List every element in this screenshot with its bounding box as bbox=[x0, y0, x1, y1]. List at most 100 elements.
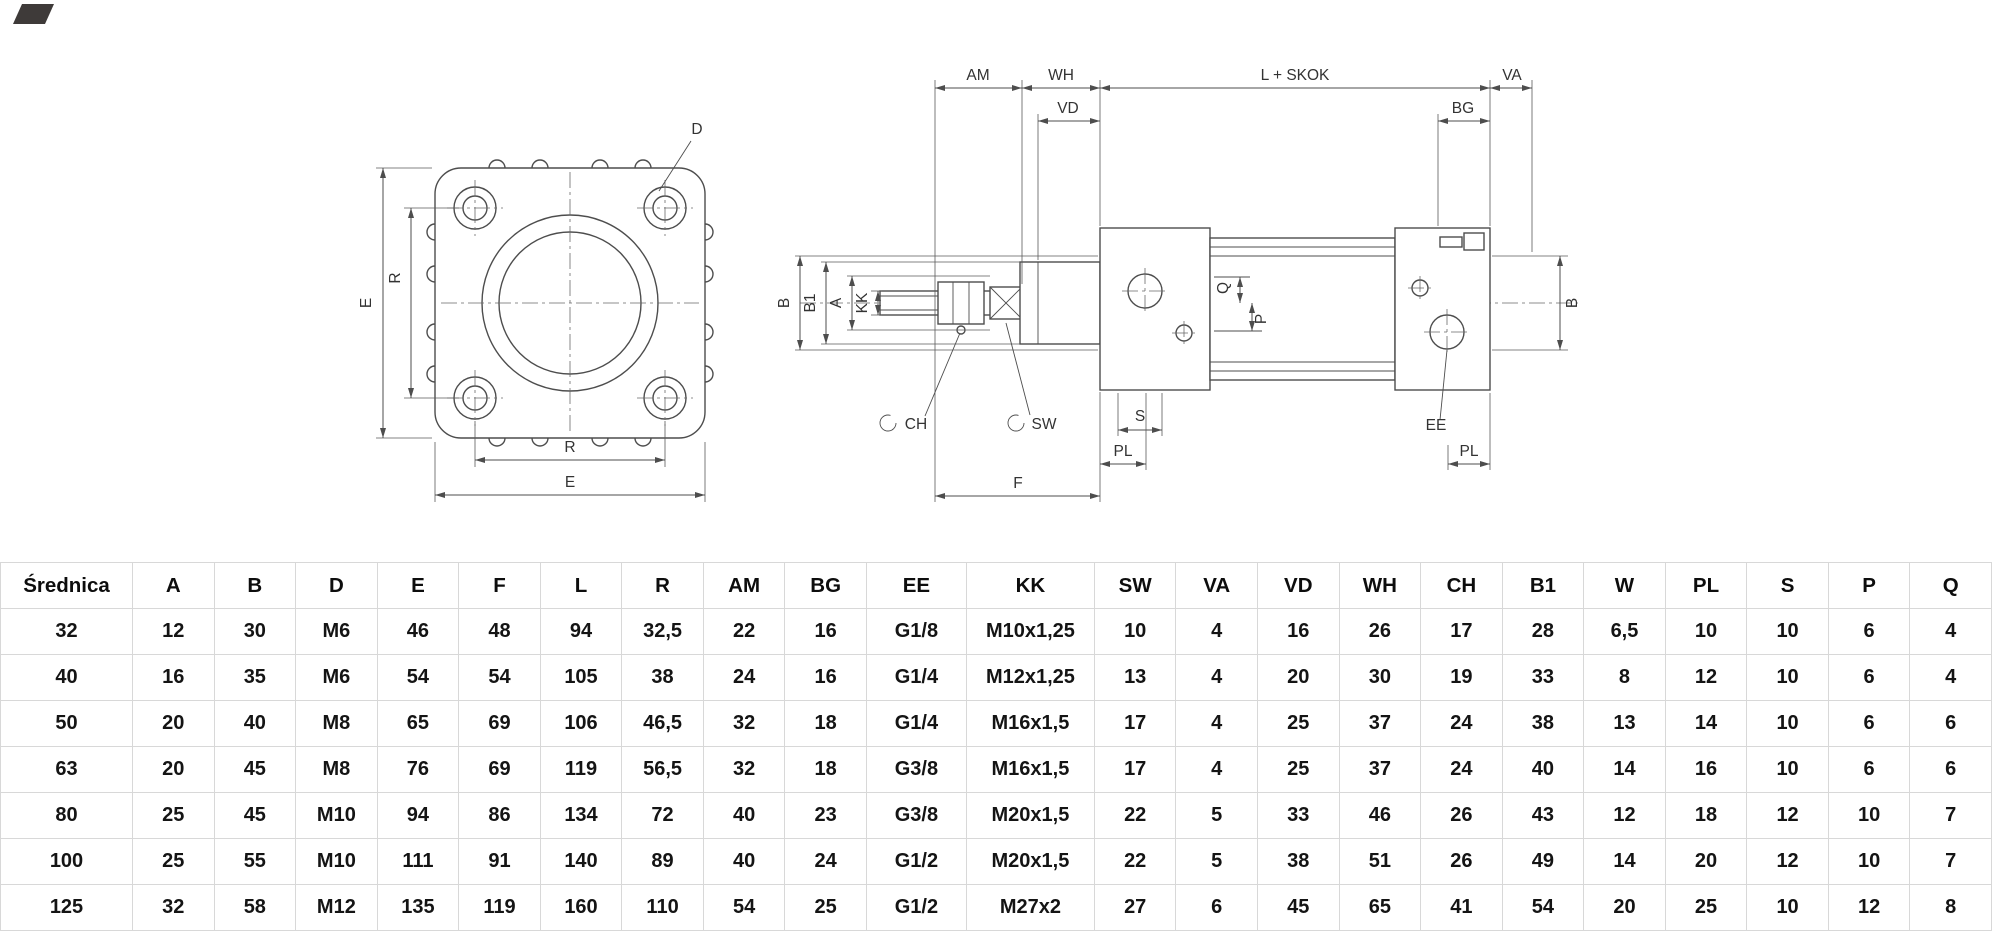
value-cell: M16x1,5 bbox=[965, 746, 1095, 793]
front-view: E R R E D bbox=[358, 121, 714, 502]
dim-label-b-left: B bbox=[776, 298, 793, 308]
value-cell: 10 bbox=[1827, 838, 1911, 885]
value-cell: 37 bbox=[1338, 746, 1422, 793]
value-cell: 22 bbox=[1093, 792, 1177, 839]
diameter-cell: 40 bbox=[0, 654, 133, 701]
value-cell: 54 bbox=[1501, 884, 1585, 931]
value-cell: 12 bbox=[1827, 884, 1911, 931]
value-cell: 32 bbox=[132, 884, 215, 931]
value-cell: 24 bbox=[1420, 746, 1503, 793]
value-cell: 48 bbox=[458, 608, 541, 655]
value-cell: G1/2 bbox=[865, 884, 967, 931]
value-cell: 65 bbox=[1338, 884, 1422, 931]
value-cell: 33 bbox=[1257, 792, 1340, 839]
diameter-cell: 80 bbox=[0, 792, 133, 839]
dim-label-am: AM bbox=[966, 67, 989, 84]
value-cell: M16x1,5 bbox=[965, 700, 1095, 747]
column-header: AM bbox=[702, 562, 786, 609]
value-cell: 45 bbox=[213, 746, 297, 793]
column-header: F bbox=[458, 562, 541, 609]
value-cell: 5 bbox=[1175, 838, 1259, 885]
value-cell: 40 bbox=[1501, 746, 1585, 793]
value-cell: 25 bbox=[132, 838, 215, 885]
dim-label-ch: CH bbox=[905, 416, 927, 433]
value-cell: G1/2 bbox=[865, 838, 967, 885]
value-cell: 18 bbox=[1664, 792, 1748, 839]
value-cell: G1/4 bbox=[865, 700, 967, 747]
diameter-cell: 32 bbox=[0, 608, 133, 655]
column-header: S bbox=[1746, 562, 1829, 609]
column-header: L bbox=[539, 562, 623, 609]
value-cell: 12 bbox=[1746, 792, 1829, 839]
value-cell: 25 bbox=[132, 792, 215, 839]
value-cell: 6 bbox=[1827, 700, 1911, 747]
dim-label-pl-right: PL bbox=[1460, 443, 1479, 460]
dim-label-e-left: E bbox=[358, 298, 375, 308]
value-cell: 140 bbox=[539, 838, 623, 885]
value-cell: 14 bbox=[1664, 700, 1748, 747]
value-cell: 7 bbox=[1909, 792, 1992, 839]
value-cell: 51 bbox=[1338, 838, 1422, 885]
corner-logo-mark bbox=[13, 4, 54, 24]
value-cell: 10 bbox=[1664, 608, 1748, 655]
dim-label-bg: BG bbox=[1452, 100, 1474, 117]
value-cell: M20x1,5 bbox=[965, 838, 1095, 885]
value-cell: 38 bbox=[1501, 700, 1585, 747]
value-cell: 30 bbox=[1338, 654, 1422, 701]
value-cell: 12 bbox=[132, 608, 215, 655]
column-header: D bbox=[295, 562, 378, 609]
value-cell: 72 bbox=[621, 792, 704, 839]
diameter-cell: 125 bbox=[0, 884, 133, 931]
value-cell: 54 bbox=[376, 654, 460, 701]
value-cell: 58 bbox=[213, 884, 297, 931]
value-cell: 69 bbox=[458, 746, 541, 793]
value-cell: 38 bbox=[621, 654, 704, 701]
value-cell: 119 bbox=[458, 884, 541, 931]
value-cell: 32,5 bbox=[621, 608, 704, 655]
value-cell: M12x1,25 bbox=[965, 654, 1095, 701]
value-cell: 76 bbox=[376, 746, 460, 793]
dim-label-b1: B1 bbox=[802, 294, 819, 313]
value-cell: 18 bbox=[784, 700, 867, 747]
value-cell: 8 bbox=[1583, 654, 1666, 701]
value-cell: 110 bbox=[621, 884, 704, 931]
column-header: P bbox=[1827, 562, 1911, 609]
dim-label-kk: KK bbox=[854, 292, 871, 313]
dim-label-q: Q bbox=[1215, 282, 1232, 294]
value-cell: 16 bbox=[1257, 608, 1340, 655]
value-cell: 4 bbox=[1909, 654, 1992, 701]
value-cell: 12 bbox=[1664, 654, 1748, 701]
dim-label-p: P bbox=[1253, 314, 1270, 324]
value-cell: 5 bbox=[1175, 792, 1259, 839]
value-cell: M8 bbox=[295, 700, 378, 747]
value-cell: 16 bbox=[1664, 746, 1748, 793]
column-header: SW bbox=[1093, 562, 1177, 609]
value-cell: 55 bbox=[213, 838, 297, 885]
value-cell: 20 bbox=[132, 746, 215, 793]
value-cell: M6 bbox=[295, 608, 378, 655]
dim-label-wh: WH bbox=[1048, 67, 1074, 84]
dim-label-vd: VD bbox=[1057, 100, 1079, 117]
value-cell: M20x1,5 bbox=[965, 792, 1095, 839]
value-cell: 20 bbox=[1257, 654, 1340, 701]
value-cell: 10 bbox=[1746, 884, 1829, 931]
value-cell: M6 bbox=[295, 654, 378, 701]
value-cell: 54 bbox=[458, 654, 541, 701]
front-view-geometry bbox=[426, 159, 714, 447]
dim-label-va: VA bbox=[1502, 67, 1522, 84]
value-cell: 94 bbox=[376, 792, 460, 839]
value-cell: 38 bbox=[1257, 838, 1340, 885]
value-cell: 19 bbox=[1420, 654, 1503, 701]
value-cell: 4 bbox=[1175, 654, 1259, 701]
value-cell: 105 bbox=[539, 654, 623, 701]
column-header: B1 bbox=[1501, 562, 1585, 609]
value-cell: 13 bbox=[1583, 700, 1666, 747]
value-cell: 69 bbox=[458, 700, 541, 747]
value-cell: 24 bbox=[702, 654, 786, 701]
value-cell: 10 bbox=[1746, 654, 1829, 701]
value-cell: M8 bbox=[295, 746, 378, 793]
